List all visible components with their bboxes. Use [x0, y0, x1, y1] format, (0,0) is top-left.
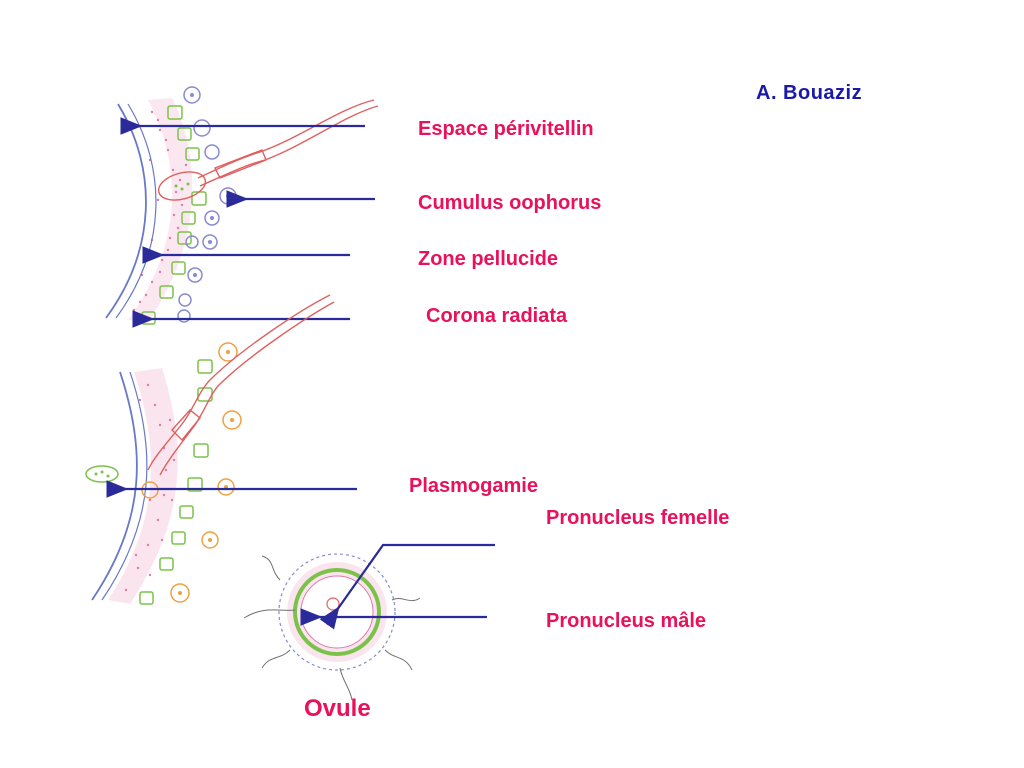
pink-dots-mid — [124, 383, 176, 592]
label-corona-radiata: Corona radiata — [426, 305, 568, 327]
label-pronucleus-male: Pronucleus mâle — [546, 610, 707, 632]
cumulus-nuclei-mid — [178, 350, 234, 595]
sperm-mid — [147, 294, 335, 476]
label-pronucleus-femelle: Pronucleus femelle — [546, 507, 730, 529]
author-credit: A. Bouaziz — [756, 82, 863, 104]
label-zone-pellucide: Zone pellucide — [418, 248, 559, 270]
sperm-head-dots-top — [174, 182, 190, 191]
ovule-illustration — [243, 553, 421, 701]
sperm-tails-around-ovule — [243, 555, 421, 701]
middle-panel-plasmogamy — [85, 294, 335, 605]
label-espace-perivitellin: Espace périvitellin — [418, 118, 594, 140]
top-panel-oocyte-edge — [105, 86, 379, 325]
sperm-top — [157, 99, 379, 201]
label-ovule: Ovule — [304, 695, 371, 722]
label-cumulus-oophorus: Cumulus oophorus — [418, 192, 602, 214]
label-plasmogamie: Plasmogamie — [409, 475, 538, 497]
sperm-head-entering — [85, 465, 119, 483]
cumulus-cells-top — [177, 86, 237, 323]
arrow-pn-femelle — [319, 543, 495, 630]
corona-cells-mid — [139, 359, 213, 605]
